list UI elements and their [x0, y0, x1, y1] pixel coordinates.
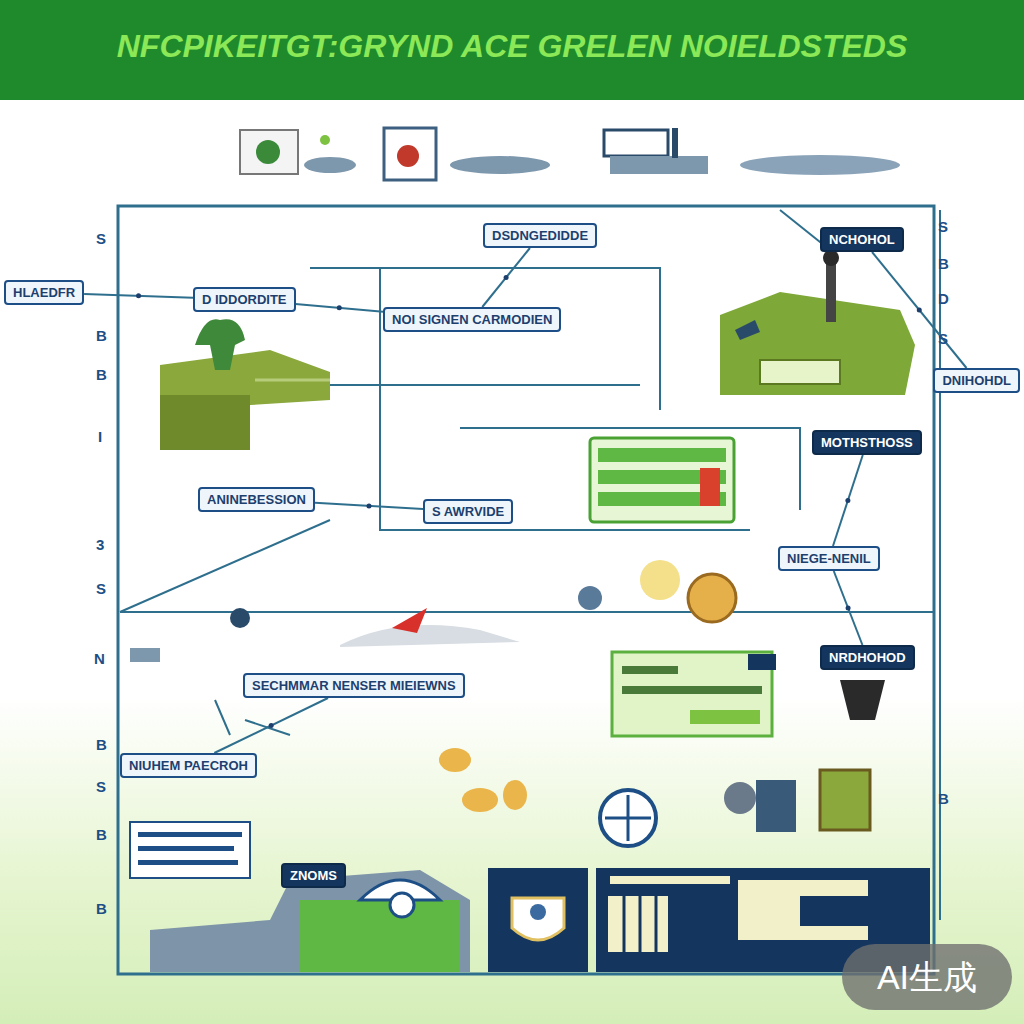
label-box: SECHMMAR NENSER MIEIEWNS — [243, 673, 465, 698]
callout-letter: B — [938, 790, 949, 807]
connector — [84, 293, 193, 298]
callout-letter: B — [96, 327, 107, 344]
connector — [833, 455, 863, 546]
note-box — [130, 822, 250, 878]
title: NFCPIKEITGT:GRYND ACE GRELEN NOIELDSTEDS — [0, 28, 1024, 65]
callout-letter: I — [98, 428, 102, 445]
dark-label-box: NRDHOHOD — [820, 645, 915, 670]
callout-letter: 3 — [96, 536, 104, 553]
frame — [118, 206, 934, 974]
wires — [120, 210, 940, 920]
box-text: NRDHOHOD — [829, 650, 906, 665]
connector — [315, 503, 423, 509]
callout-letter: S — [96, 230, 106, 247]
callout-letter: S — [96, 580, 106, 597]
label-box: D IDDORDITE — [193, 287, 296, 312]
callout-letter: S — [96, 778, 106, 795]
bottom-panels — [150, 868, 930, 972]
callout-letter: B — [96, 366, 107, 383]
connector — [214, 698, 328, 753]
green-building-right — [720, 250, 915, 395]
box-text: NOI SIGNEN CARMODIEN — [392, 312, 552, 327]
box-text: D IDDORDITE — [202, 292, 287, 307]
label-box: NIUHEM PAECROH — [120, 753, 257, 778]
callout-letter: S — [938, 330, 948, 347]
icon-strip — [240, 128, 900, 180]
callout-letter: B — [96, 826, 107, 843]
label-box: HLAEDFR — [4, 280, 84, 305]
box-text: NCHOHOL — [829, 232, 895, 247]
connector — [834, 571, 863, 645]
connector — [482, 248, 530, 307]
box-text: S AWRVIDE — [432, 504, 504, 519]
box-text: MOTHSTHOSS — [821, 435, 913, 450]
dark-label-box: NCHOHOL — [820, 227, 904, 252]
green-panel — [590, 438, 734, 522]
callout-letter: B — [96, 900, 107, 917]
label-box: S AWRVIDE — [423, 499, 513, 524]
dark-label-box: MOTHSTHOSS — [812, 430, 922, 455]
connector — [296, 304, 384, 312]
label-box: DSDNGEDIDDE — [483, 223, 597, 248]
label-box: DNIHOHDL — [933, 368, 1020, 393]
label-box: NIEGE-NENIL — [778, 546, 880, 571]
callout-letter: B — [96, 736, 107, 753]
box-text: SECHMMAR NENSER MIEIEWNS — [252, 678, 456, 693]
connector — [872, 252, 966, 368]
box-text: DSDNGEDIDDE — [492, 228, 588, 243]
box-text: NIUHEM PAECROH — [129, 758, 248, 773]
callout-letter: D — [938, 290, 949, 307]
box-text: DNIHOHDL — [942, 373, 1011, 388]
box-text: ANINEBESSION — [207, 492, 306, 507]
middle-figures — [130, 560, 885, 846]
dark-label-box: ZNOMS — [281, 863, 346, 888]
green-building-left — [160, 319, 330, 450]
label-box: NOI SIGNEN CARMODIEN — [383, 307, 561, 332]
box-text: HLAEDFR — [13, 285, 75, 300]
watermark: AI生成 — [842, 944, 1012, 1010]
callout-letter: S — [938, 218, 948, 235]
callout-letter: B — [938, 255, 949, 272]
callout-letter: N — [94, 650, 105, 667]
box-text: NIEGE-NENIL — [787, 551, 871, 566]
label-box: ANINEBESSION — [198, 487, 315, 512]
box-text: ZNOMS — [290, 868, 337, 883]
